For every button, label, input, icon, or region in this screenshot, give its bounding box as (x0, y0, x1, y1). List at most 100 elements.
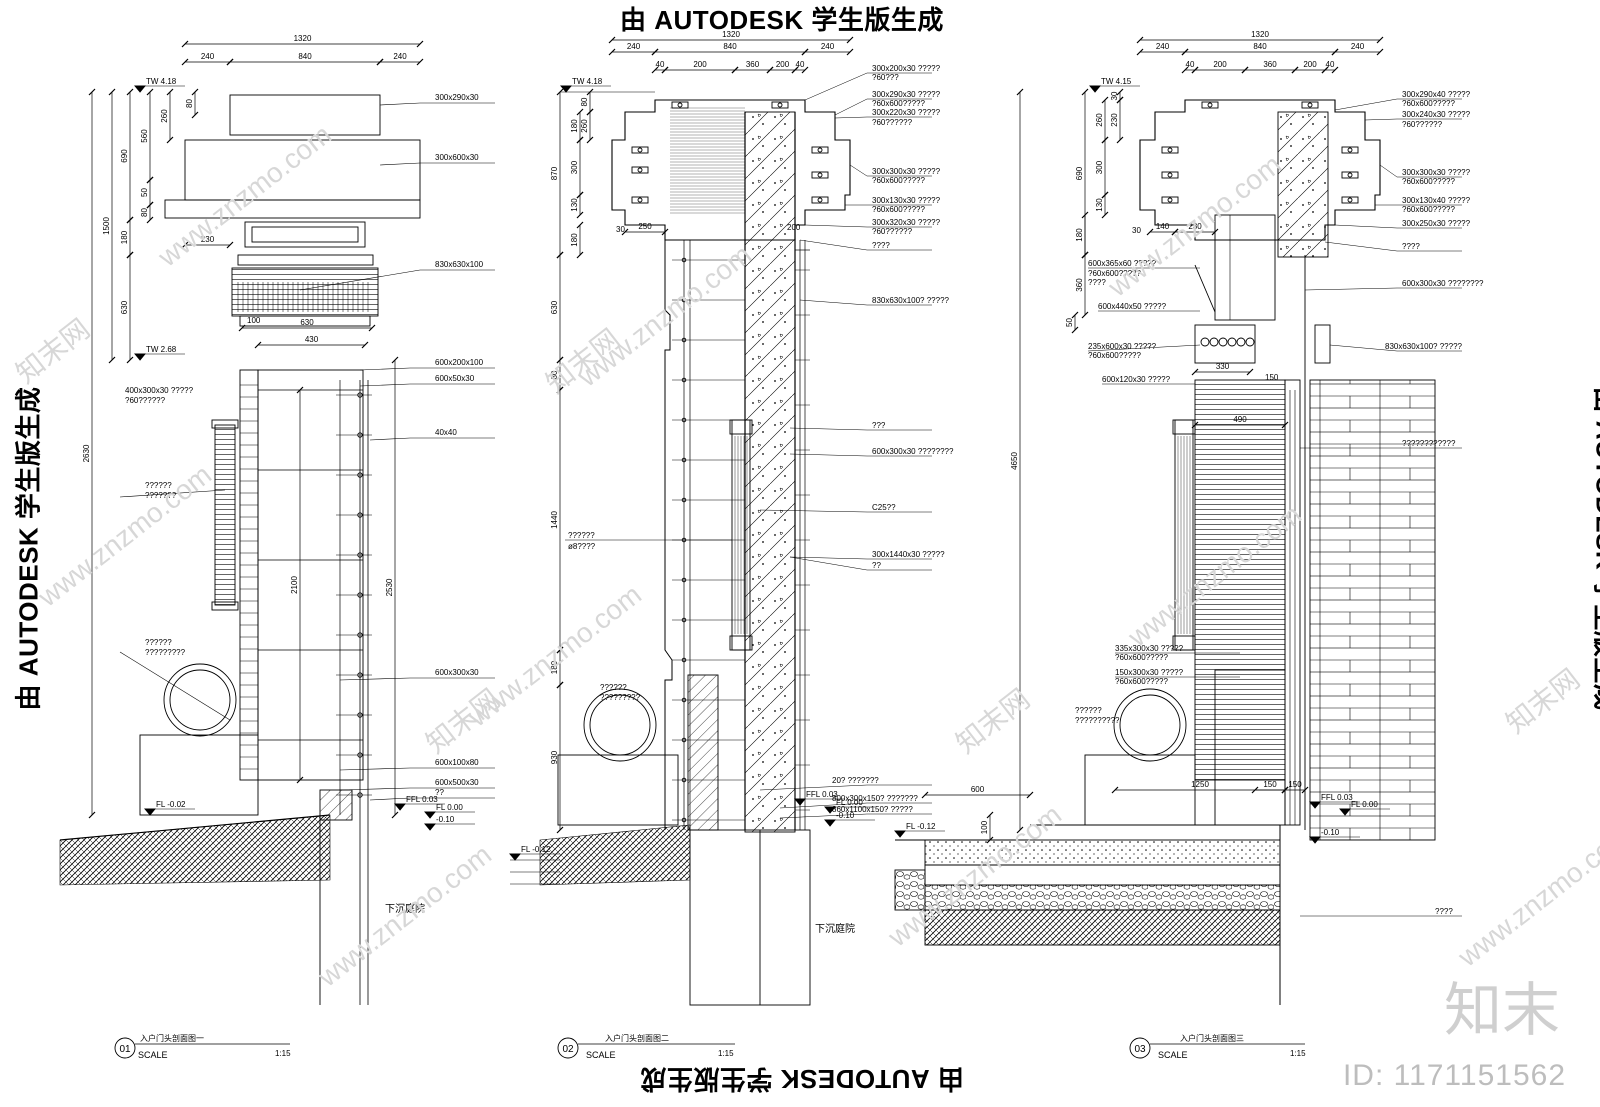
scale-value: 1:15 (275, 1049, 291, 1058)
dimension-tick (791, 66, 799, 74)
material-note: ???? (872, 241, 890, 250)
bracket (631, 146, 649, 154)
leader-line (789, 453, 868, 457)
material-note: ??????? (145, 491, 177, 500)
concrete-core (744, 111, 796, 833)
dimension-label: 50 (1065, 318, 1074, 327)
bracket (1161, 146, 1179, 154)
dimension-tick (254, 341, 262, 349)
bolt (817, 197, 823, 203)
dimension-tick (1331, 66, 1339, 74)
dimension-label: 80 (185, 99, 194, 108)
dimension-tick (1081, 211, 1089, 219)
material-note: 300x290x30 ????? (872, 90, 941, 99)
bracket (1341, 196, 1359, 204)
dimension-tick (126, 216, 134, 224)
leader-line (804, 72, 868, 101)
bracket (811, 146, 829, 154)
space-label: 下沉庭院 (815, 922, 855, 935)
dimension-label: 180 (570, 119, 579, 133)
dimension-tick (146, 216, 154, 224)
dimension-tick (368, 324, 376, 332)
material-note: 300x250x30 ????? (1402, 219, 1471, 228)
stone-wall (1194, 379, 1286, 781)
dimension-label: 260 (160, 109, 169, 123)
level-marker (794, 798, 806, 806)
bolt (1347, 172, 1353, 178)
bolt (777, 102, 783, 108)
dimension-label: 240 (1351, 42, 1365, 51)
rect (729, 635, 753, 651)
material-note: 335x300x30 ????? (1115, 644, 1184, 653)
dimension-label: 840 (1253, 42, 1267, 51)
material-note: ????????? (145, 648, 186, 657)
drain-pipe-inner (589, 694, 651, 756)
bracket (811, 196, 829, 204)
dimension-tick (556, 826, 564, 834)
frieze-block (1214, 214, 1276, 321)
dimension-label: 1320 (722, 30, 740, 39)
leader-line (379, 162, 421, 166)
level-label: FL -0.12 (906, 822, 936, 831)
leader-line (359, 383, 411, 387)
carving-ornament (1218, 337, 1228, 347)
dimension-tick (556, 386, 564, 394)
bracket (1301, 101, 1319, 109)
leader-line (834, 98, 868, 116)
level-label: FL -0.12 (521, 845, 551, 854)
carving-ornament (1236, 337, 1246, 347)
material-note: ?60x600????? (1115, 653, 1168, 662)
autodesk-stamp-right: 由 AUTODESK 学生版生成 (1590, 387, 1600, 711)
material-note: 235x600x30 ????? (1088, 342, 1157, 351)
material-note: 600x200x100 (435, 358, 484, 367)
slab-screed (924, 839, 1281, 866)
material-note: ???? (1435, 907, 1453, 916)
dimension-tick (1246, 368, 1254, 376)
door-frame (1284, 379, 1301, 826)
leader-line (1364, 118, 1398, 121)
bracket (1201, 101, 1219, 109)
material-note: 600x300x30 ???????? (872, 447, 954, 456)
bolt (357, 792, 363, 798)
dimension-tick (556, 88, 564, 96)
dimension-label: 80 (580, 97, 589, 106)
leader-line (779, 813, 868, 819)
plinth (687, 674, 719, 831)
dimension-label: 200 (776, 60, 790, 69)
leader-line (789, 556, 868, 560)
level-label: FL -0.02 (156, 800, 186, 809)
dimension-label: 100 (980, 820, 989, 834)
leader-line (779, 802, 868, 809)
level-label: TW 4.15 (1101, 77, 1132, 86)
bolt (357, 552, 363, 558)
leader-line (1334, 224, 1398, 229)
bracket (771, 101, 789, 109)
drain-pipe-inner (1119, 694, 1181, 756)
dimension-tick (1016, 826, 1024, 834)
dimension-label: 240 (627, 42, 641, 51)
material-note: ????????? (600, 693, 641, 702)
scale-value: 1:15 (1290, 1049, 1306, 1058)
material-note: ?60x600????? (1402, 177, 1455, 186)
dimension-label: 180 (570, 233, 579, 247)
dimension-label: 80 (140, 208, 149, 217)
dimension-tick (361, 341, 369, 349)
dimension-label: 150 (1263, 780, 1277, 789)
dimension-label: 430 (305, 335, 319, 344)
foundation-wall (689, 829, 811, 1006)
ground-line (59, 814, 331, 841)
leader-line (849, 164, 868, 177)
dimension-label: 260 (580, 119, 589, 133)
material-note: ?60x600????? (1088, 351, 1141, 360)
dimension-tick (181, 241, 189, 249)
bolt (357, 512, 363, 518)
material-note: 600x440x50 ????? (1098, 302, 1167, 311)
drawing-number: 03 (1134, 1044, 1146, 1055)
dimension-tick (1181, 66, 1189, 74)
drain-pipe-outer (1113, 688, 1187, 762)
material-note: 300x240x30 ????? (1402, 110, 1471, 119)
dimension-label: 630 (550, 300, 559, 314)
dimension-tick (191, 88, 199, 96)
material-note: ?60x600????? (872, 176, 925, 185)
material-note: 300x130x40 ????? (1402, 196, 1471, 205)
